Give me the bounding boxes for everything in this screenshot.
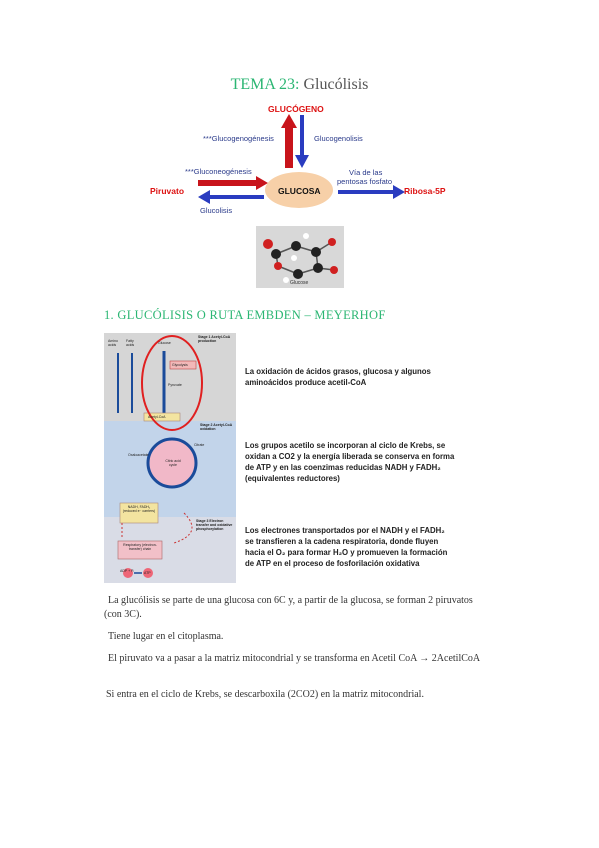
- highlight-ring: [141, 335, 203, 431]
- molecule-atom: [328, 238, 336, 246]
- figure-svg: [104, 333, 236, 583]
- via-label-1: Vía de las: [349, 168, 383, 177]
- molecule-atom: [303, 233, 309, 239]
- acetyl-coa-box: [143, 412, 181, 422]
- up-arrow-shaft: [285, 128, 293, 168]
- glucosa-label: GLUCOSA: [278, 186, 321, 196]
- glucogeno-label: GLUCÓGENO: [268, 104, 324, 114]
- right-red-shaft: [198, 180, 256, 186]
- glucolisis-scheme-label: Glucolisis: [200, 206, 233, 215]
- piruvato-label: Piruvato: [150, 186, 185, 196]
- molecule-atom: [263, 239, 273, 249]
- adp-label: ADP + Pᵢ: [120, 569, 135, 573]
- title-name: Glucólisis: [303, 76, 369, 93]
- paragraph-4: Si entra en el ciclo de Krebs, se descar…: [106, 689, 424, 700]
- glucose-molecule-image: Glucose: [256, 226, 344, 288]
- stage1-band: [104, 333, 236, 421]
- glucogenolisis-label: Glucogenolisis: [314, 134, 363, 143]
- pyruvate-label: Pyruvate: [168, 383, 182, 387]
- right-red-head: [256, 176, 268, 190]
- glycolysis-box: [169, 360, 197, 370]
- glucosa-ellipse: [265, 172, 333, 208]
- stage1-label: Stage 1 Acetyl-CoA production: [198, 335, 231, 343]
- molecule-atom: [313, 263, 323, 273]
- adp-circle: [123, 568, 133, 578]
- citric-label: Citric acid cycle: [165, 459, 181, 467]
- down-arrow-head: [295, 155, 309, 168]
- section-heading: 1. GLUCÓLISIS O RUTA EMBDEN – MEYERHOF: [104, 308, 386, 322]
- scheme-arrows: [198, 114, 405, 208]
- molecule-atom: [291, 255, 297, 261]
- title-number: TEMA 23:: [230, 76, 300, 93]
- paragraph-1: La glucólisis se parte de una glucosa co…: [104, 595, 473, 620]
- nadh-label: NADH, FADH₂ (reduced e⁻ carriers): [122, 505, 156, 513]
- figure-description-3: Los electrones transportados por el NADH…: [245, 526, 448, 568]
- atp-circle: [143, 568, 153, 578]
- page-title: TEMA 23: Glucólisis: [0, 76, 599, 94]
- molecule-atom: [311, 247, 321, 257]
- up-arrow-head: [281, 114, 297, 128]
- molecule-atom: [330, 266, 338, 274]
- glucogenogenesis-label: ***Glucogenogénesis: [203, 134, 274, 143]
- nadh-box: [119, 502, 159, 524]
- respiratory-chain-box: [117, 540, 163, 560]
- metabolism-figure: Stage 1 Acetyl-CoA production Stage 2 Ac…: [104, 333, 236, 583]
- molecule-atom: [271, 249, 281, 259]
- molecule-atom: [283, 277, 289, 283]
- citric-acid-cycle: [146, 437, 198, 489]
- left-blue-shaft: [210, 195, 264, 199]
- glycolysis-label: Glycolysis: [172, 363, 188, 367]
- paragraph-3: El piruvato va a pasar a la matriz mitoc…: [108, 653, 481, 664]
- ribosa-arrow-shaft: [338, 190, 393, 194]
- stage3-label: Stage 3 Electron transfer and oxidative …: [196, 519, 233, 531]
- stage2-label: Stage 2 Acetyl-CoA oxidation: [200, 423, 233, 431]
- gluconeogenesis-label: ***Gluconeogénesis: [185, 167, 252, 176]
- figure-description-2: Los grupos acetilo se incorporan al cicl…: [245, 441, 455, 483]
- paragraph-2: Tiene lugar en el citoplasma.: [108, 631, 224, 642]
- figure-description-1: La oxidación de ácidos grasos, glucosa y…: [245, 367, 431, 387]
- left-blue-head: [198, 190, 210, 204]
- down-arrow-shaft: [300, 115, 304, 157]
- via-label-2: pentosas fosfato: [337, 177, 393, 186]
- atp-label: ATP: [144, 571, 151, 575]
- acetyl-coa-label: Acetyl-CoA: [148, 415, 166, 419]
- citrate-label: Citrate: [194, 443, 205, 447]
- oxaloacetate-label: Oxaloacetate: [128, 453, 149, 457]
- fatty-acids-label: Fatty acids: [126, 339, 135, 347]
- molecule-svg: [263, 233, 338, 283]
- molecule-caption: Glucose: [290, 280, 309, 286]
- glucose-label: Glucose: [158, 341, 171, 345]
- molecule-atom: [274, 262, 282, 270]
- molecule-atom: [291, 241, 301, 251]
- amino-acids-label: Amino acids: [108, 339, 118, 347]
- molecule-atom: [293, 269, 303, 279]
- metabolic-scheme: GLUCÓGENO ***Glucogenogénesis Glucogenol…: [0, 0, 599, 300]
- ribosa-label: Ribosa-5P: [404, 186, 446, 196]
- respiratory-label: Respiratory (electron-transfer) chain: [123, 543, 157, 551]
- ribosa-arrow-head: [393, 185, 405, 199]
